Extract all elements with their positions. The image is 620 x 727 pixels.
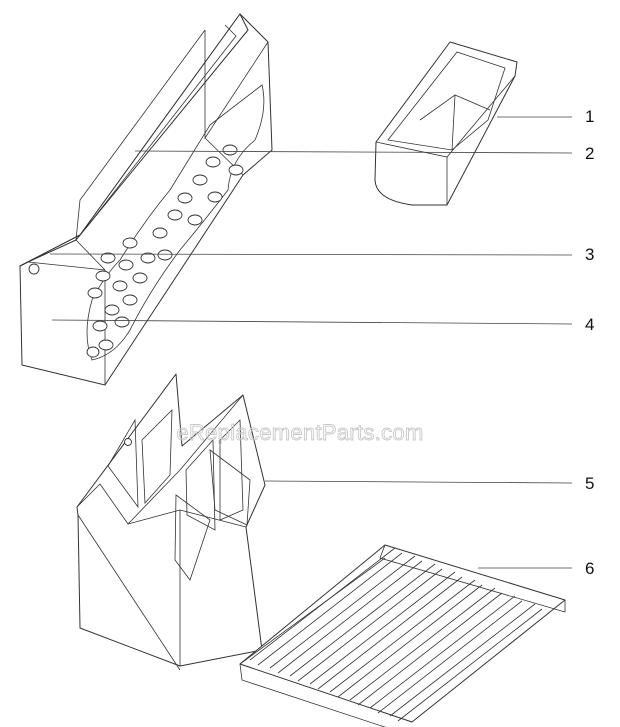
callout-labels: 1 2 3 4 5 6: [585, 107, 594, 578]
watermark-text: eReplacementParts.com: [176, 420, 423, 445]
part-trough-assembly: [19, 13, 273, 386]
part-1-tray: [374, 41, 518, 206]
leader-line-3: [49, 253, 573, 256]
callout-3: 3: [585, 245, 594, 264]
callout-1: 1: [585, 107, 594, 126]
perforation-holes: [86, 144, 244, 358]
callout-2: 2: [585, 144, 594, 163]
callout-4: 4: [585, 315, 594, 334]
callout-5: 5: [585, 474, 594, 493]
callout-6: 6: [585, 559, 594, 578]
leader-line-4: [51, 319, 573, 325]
leader-line-5: [264, 480, 573, 484]
part-5-shield: [76, 373, 266, 671]
part-6-grate: [239, 544, 566, 727]
leader-lines: [49, 116, 573, 569]
leader-line-2: [134, 150, 573, 154]
